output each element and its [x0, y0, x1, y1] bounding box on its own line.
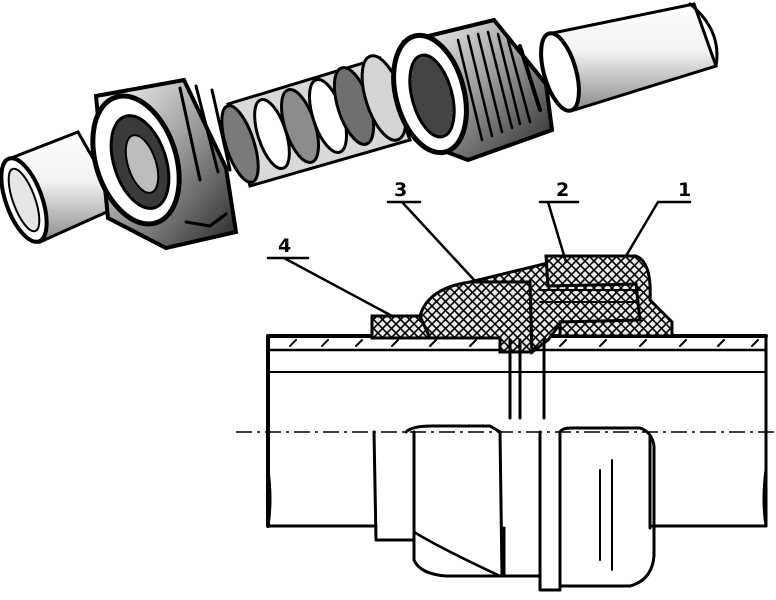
- pipe-body: [266, 334, 768, 528]
- left-union-nut: [90, 77, 239, 251]
- callout-labels: 1 2 3 4: [278, 179, 691, 257]
- fitting-section: [370, 254, 674, 420]
- callout-1: 1: [678, 179, 691, 201]
- exploded-view: [0, 2, 719, 251]
- fitting-lower-body: [372, 424, 656, 592]
- leader-lines: [266, 200, 692, 318]
- callout-4: 4: [278, 235, 291, 257]
- callout-3: 3: [394, 179, 407, 201]
- central-insert: [220, 54, 412, 188]
- cross-section-view: 1 2 3 4: [236, 179, 776, 592]
- right-threaded-nut: [391, 17, 555, 163]
- right-pipe: [539, 2, 719, 113]
- callout-2: 2: [556, 179, 569, 201]
